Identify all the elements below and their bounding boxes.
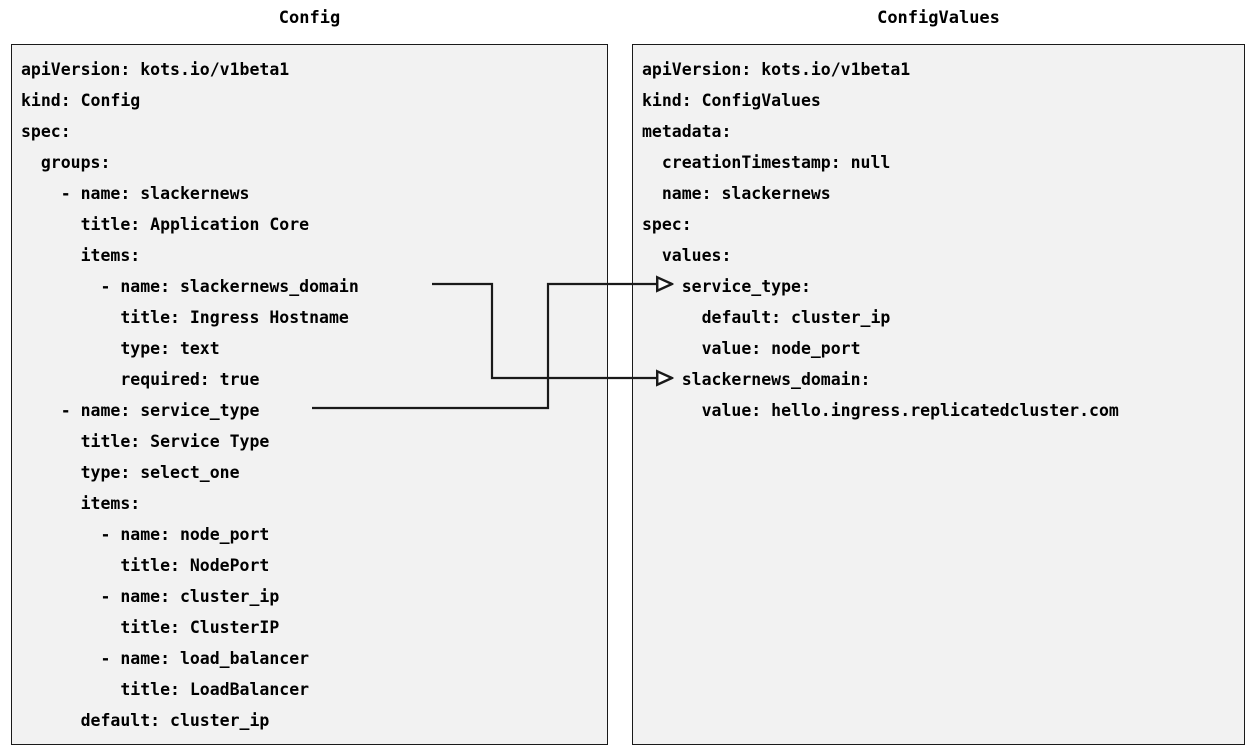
config-values-yaml-line: name: slackernews — [642, 184, 831, 203]
config-values-yaml-line: metadata: — [642, 122, 732, 141]
config-yaml-line: title: LoadBalancer — [21, 680, 310, 699]
config-yaml-line: required: true — [21, 370, 260, 389]
config-yaml-line: groups: — [21, 153, 111, 172]
config-values-yaml-line: kind: ConfigValues — [642, 91, 821, 110]
config-yaml-line: title: Service Type — [21, 432, 270, 451]
config-yaml-line: items: — [21, 494, 141, 513]
config-values-yaml-code: apiVersion: kots.io/v1beta1 kind: ConfigV… — [633, 45, 1119, 426]
page-title-config-values: ConfigValues — [877, 8, 1000, 28]
config-yaml-panel: apiVersion: kots.io/v1beta1 kind: Config s… — [11, 44, 608, 745]
page-title-config: Config — [278, 8, 341, 28]
config-yaml-line: - name: slackernews_domain — [21, 277, 359, 296]
config-yaml-line: type: text — [21, 339, 220, 358]
config-values-yaml-line: service_type: — [642, 277, 811, 296]
config-values-yaml-line: spec: — [642, 215, 692, 234]
config-values-yaml-line: apiVersion: kots.io/v1beta1 — [642, 60, 911, 79]
config-yaml-line: kind: Config — [21, 91, 141, 110]
config-values-yaml-line: slackernews_domain: — [642, 370, 871, 389]
config-yaml-line: default: cluster_ip — [21, 711, 270, 730]
config-yaml-line: - name: load_balancer — [21, 649, 310, 668]
config-yaml-line: title: ClusterIP — [21, 618, 280, 637]
config-values-yaml-line: default: cluster_ip — [642, 308, 891, 327]
config-yaml-code: apiVersion: kots.io/v1beta1 kind: Config s… — [12, 45, 359, 736]
config-yaml-line: - name: slackernews — [21, 184, 250, 203]
config-yaml-line: - name: cluster_ip — [21, 587, 280, 606]
config-yaml-line: spec: — [21, 122, 71, 141]
config-yaml-line: - name: node_port — [21, 525, 270, 544]
config-yaml-line: apiVersion: kots.io/v1beta1 — [21, 60, 290, 79]
config-yaml-line: items: — [21, 246, 141, 265]
config-values-yaml-line: creationTimestamp: null — [642, 153, 891, 172]
config-yaml-line: type: select_one — [21, 463, 240, 482]
config-values-yaml-panel: apiVersion: kots.io/v1beta1 kind: ConfigV… — [632, 44, 1245, 745]
config-yaml-line: title: NodePort — [21, 556, 270, 575]
config-values-yaml-line: values: — [642, 246, 732, 265]
config-yaml-line: title: Ingress Hostname — [21, 308, 349, 327]
config-yaml-line: title: Application Core — [21, 215, 310, 234]
config-values-yaml-line: value: node_port — [642, 339, 861, 358]
config-yaml-line: - name: service_type — [21, 401, 260, 420]
config-values-yaml-line: value: hello.ingress.replicatedcluster.c… — [642, 401, 1119, 420]
